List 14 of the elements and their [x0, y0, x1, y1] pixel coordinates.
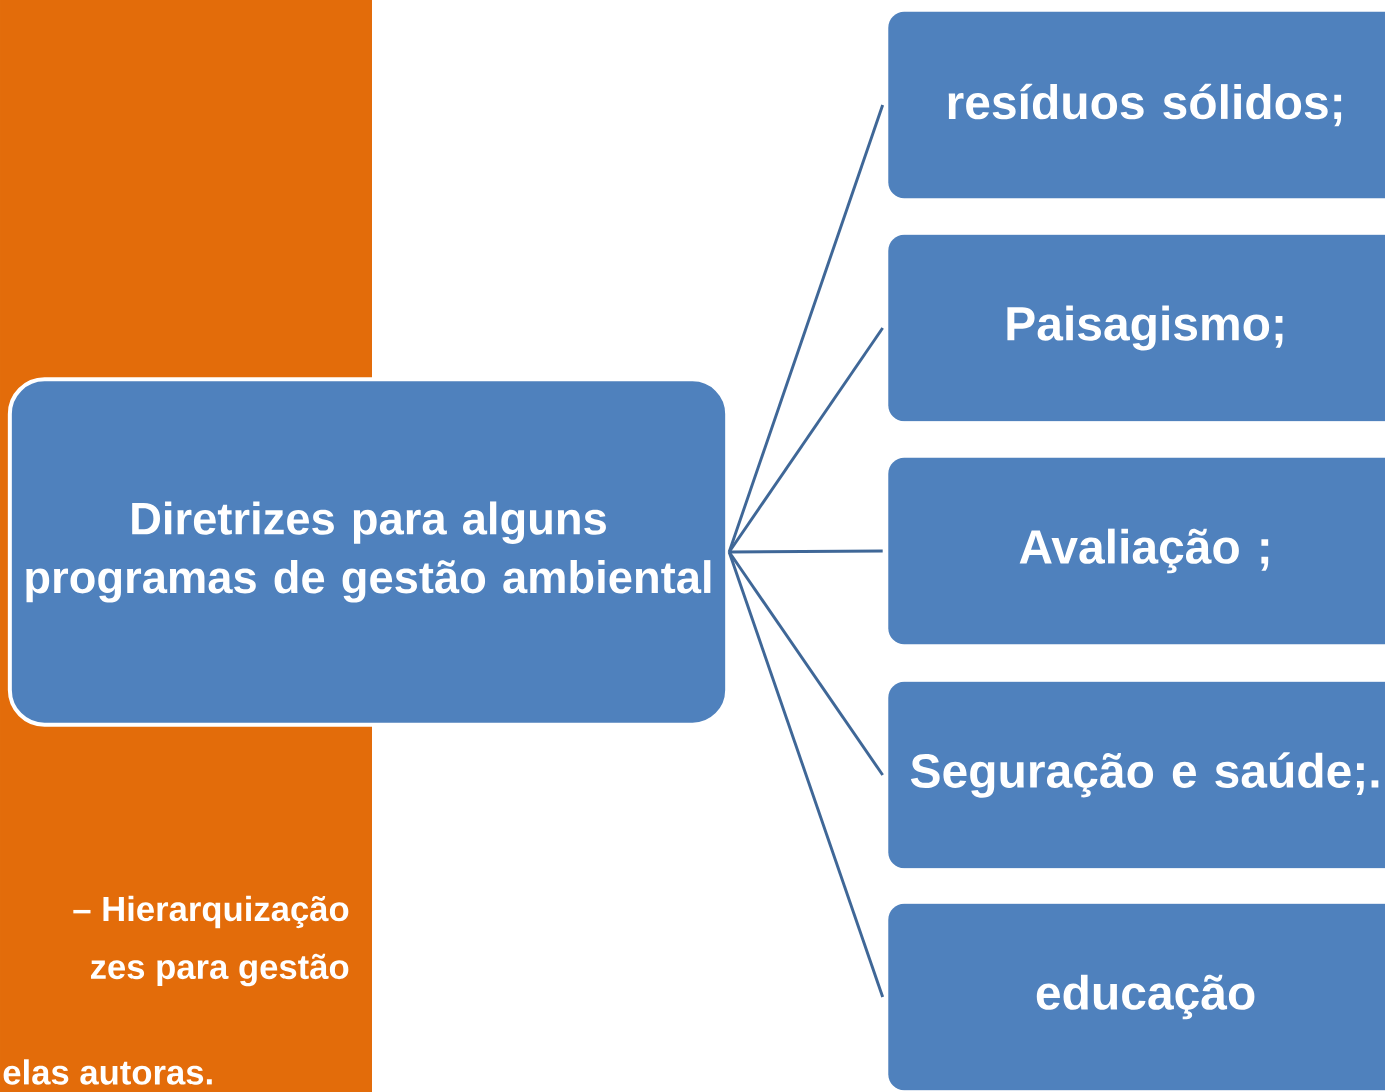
caption-text: elas autoras.	[3, 1059, 212, 1085]
topic-box: resíduos sólidos;	[888, 11, 1385, 199]
topic-box: Avaliação ;	[888, 457, 1385, 645]
connector-line	[727, 104, 885, 553]
connector-line	[727, 551, 885, 998]
connector-line	[727, 327, 884, 553]
topic-box: Seguração e saúde;.	[888, 681, 1385, 869]
topic-box: Paisagismo;	[888, 234, 1385, 422]
caption-text: zes para gestão	[91, 953, 349, 987]
hub-box: Diretrizes para alguns programas de gestão ambiental	[7, 377, 730, 727]
connector-line	[727, 551, 884, 776]
topic-box: educação	[888, 903, 1385, 1091]
connector-line	[729, 549, 883, 554]
caption-text: – Hierarquização	[73, 895, 349, 929]
